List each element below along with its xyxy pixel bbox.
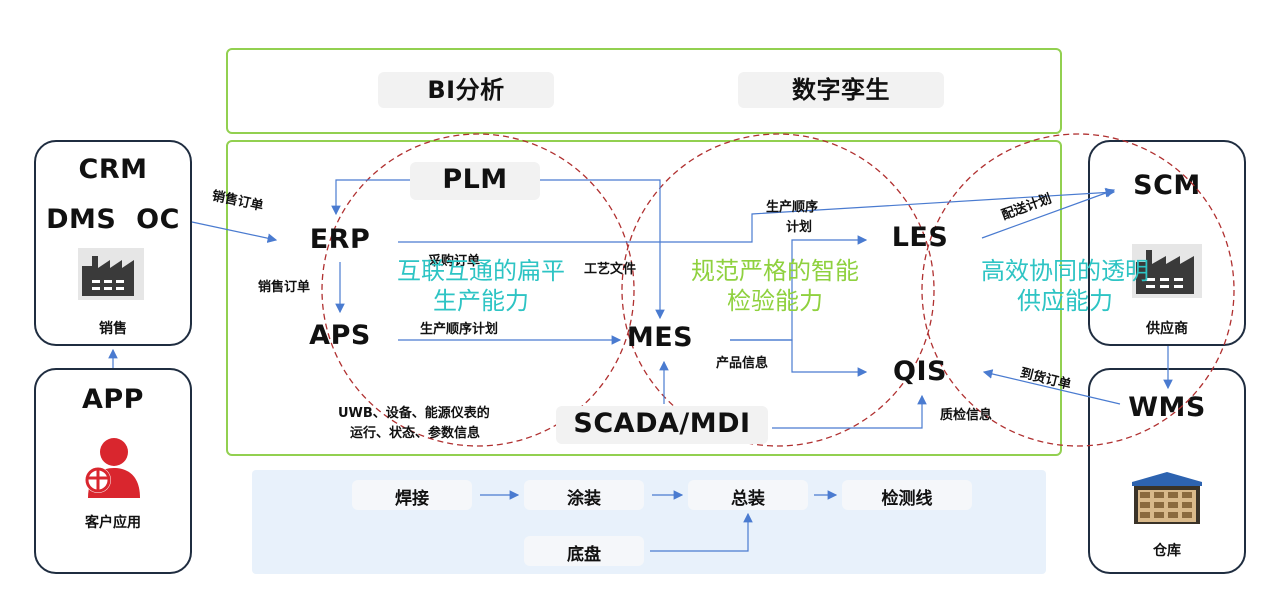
supplier-box bbox=[1088, 140, 1246, 346]
arrow-wms-to-qis bbox=[982, 369, 1121, 405]
production-sequence-plan-label: 生产顺序计划 bbox=[420, 322, 499, 337]
process-file-label: 工艺文件 bbox=[584, 262, 637, 277]
painting-pill bbox=[524, 480, 644, 510]
app-label: APP bbox=[82, 384, 144, 415]
bi-pill bbox=[378, 72, 554, 108]
arrow-mes-to-qis bbox=[730, 339, 868, 377]
welding-step: 焊接 bbox=[395, 489, 429, 509]
bi-analysis-label: BI分析 bbox=[427, 76, 505, 104]
arrow-les-to-scm bbox=[981, 188, 1116, 239]
sales-label: 销售 bbox=[99, 321, 127, 337]
assembly-pill bbox=[688, 480, 808, 510]
assembly-step: 总装 bbox=[731, 489, 765, 509]
plm-node: PLM bbox=[442, 164, 508, 195]
supplier-label: 供应商 bbox=[1146, 321, 1188, 337]
inspection-pill bbox=[842, 480, 972, 510]
arrow-sales-to-erp bbox=[191, 221, 278, 243]
production-sequence-plan-les-line2: 计划 bbox=[786, 220, 813, 235]
factory-icon bbox=[76, 246, 146, 302]
qis-node: QIS bbox=[893, 356, 947, 387]
supplier-factory-icon bbox=[1130, 242, 1204, 300]
capability-2-line1: 规范严格的智能 bbox=[691, 257, 859, 285]
capability-circle-2 bbox=[621, 133, 935, 447]
scm-label: SCM bbox=[1133, 170, 1201, 201]
warehouse-icon bbox=[1130, 470, 1204, 526]
chassis-pill bbox=[524, 536, 644, 566]
uwb-info-line1: UWB、设备、能源仪表的 bbox=[338, 406, 490, 421]
welding-pill bbox=[352, 480, 472, 510]
arrow-erp-to-scm bbox=[398, 187, 1116, 243]
sales-order-down-label: 销售订单 bbox=[258, 280, 311, 295]
quality-info-label: 质检信息 bbox=[940, 408, 993, 423]
capability-circle-1 bbox=[321, 133, 635, 447]
capability-1-line1: 互联互通的扁平 bbox=[397, 257, 565, 285]
chassis-step: 底盘 bbox=[567, 545, 601, 565]
painting-step: 涂装 bbox=[567, 489, 601, 509]
production-sequence-plan-les-line1: 生产顺序 bbox=[766, 200, 819, 215]
digital-twin-label: 数字孪生 bbox=[792, 76, 890, 104]
dms-oc-label: DMS OC bbox=[46, 204, 180, 235]
arrow-scada-to-qis bbox=[772, 394, 927, 429]
capability-2-line2: 检验能力 bbox=[727, 287, 823, 315]
scada-mdi-node: SCADA/MDI bbox=[573, 408, 751, 439]
capability-circle-3 bbox=[921, 133, 1235, 447]
capability-1-line2: 生产能力 bbox=[433, 287, 529, 315]
purchase-order-label: 采购订单 bbox=[428, 254, 481, 269]
scada-pill bbox=[556, 406, 768, 444]
sales-box bbox=[34, 140, 192, 346]
arrow-plm-to-erp bbox=[331, 179, 410, 216]
les-node: LES bbox=[891, 222, 949, 253]
arrow-chassis-to-assembly bbox=[650, 512, 753, 552]
plm-pill bbox=[410, 162, 540, 200]
erp-node: ERP bbox=[309, 224, 371, 255]
arrow-plm-to-mes bbox=[540, 179, 665, 320]
aps-node: APS bbox=[309, 320, 371, 351]
twin-pill bbox=[738, 72, 944, 108]
capability-3-line1: 高效协同的透明 bbox=[981, 257, 1149, 285]
customer-app-label: 客户应用 bbox=[85, 515, 141, 531]
warehouse-label: 仓库 bbox=[1153, 543, 1181, 559]
inspection-line-step: 检测线 bbox=[881, 489, 933, 509]
product-info-label: 产品信息 bbox=[716, 356, 769, 371]
mes-node: MES bbox=[626, 322, 694, 353]
crm-label: CRM bbox=[78, 154, 148, 185]
capability-3-line2: 供应能力 bbox=[1017, 287, 1113, 315]
customer-user-icon bbox=[76, 434, 146, 500]
uwb-info-line2: 运行、状态、参数信息 bbox=[350, 426, 481, 441]
